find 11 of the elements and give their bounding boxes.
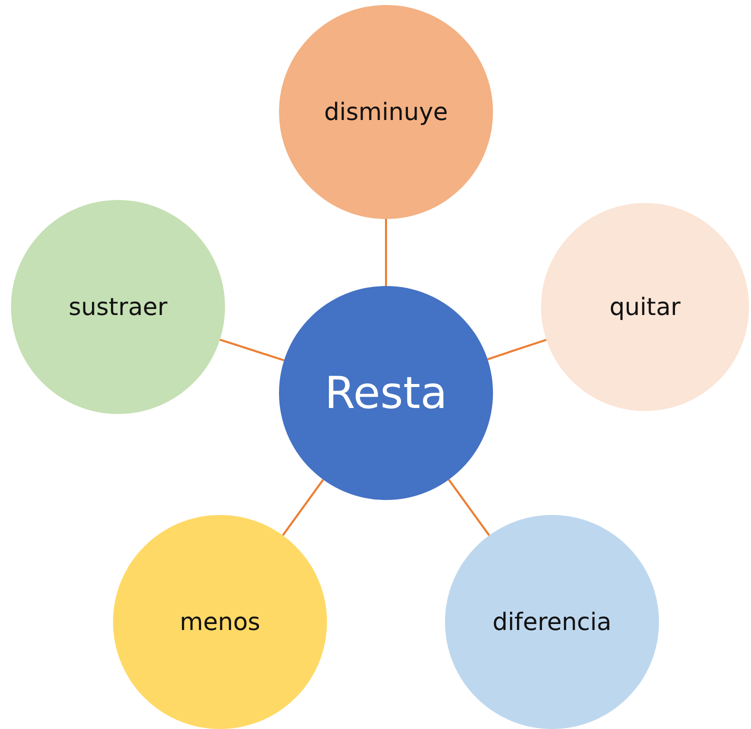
connector-line: [448, 479, 490, 536]
connector-line: [282, 479, 324, 536]
connector-line: [487, 338, 547, 360]
node-label: sustraer: [68, 293, 168, 321]
node-label: diferencia: [492, 608, 612, 636]
connector-line: [220, 338, 284, 362]
node-label: quitar: [609, 293, 681, 321]
node-label: menos: [180, 608, 260, 636]
node-label: disminuye: [324, 98, 448, 126]
connector-line: [385, 219, 387, 286]
node-label: Resta: [324, 368, 448, 418]
